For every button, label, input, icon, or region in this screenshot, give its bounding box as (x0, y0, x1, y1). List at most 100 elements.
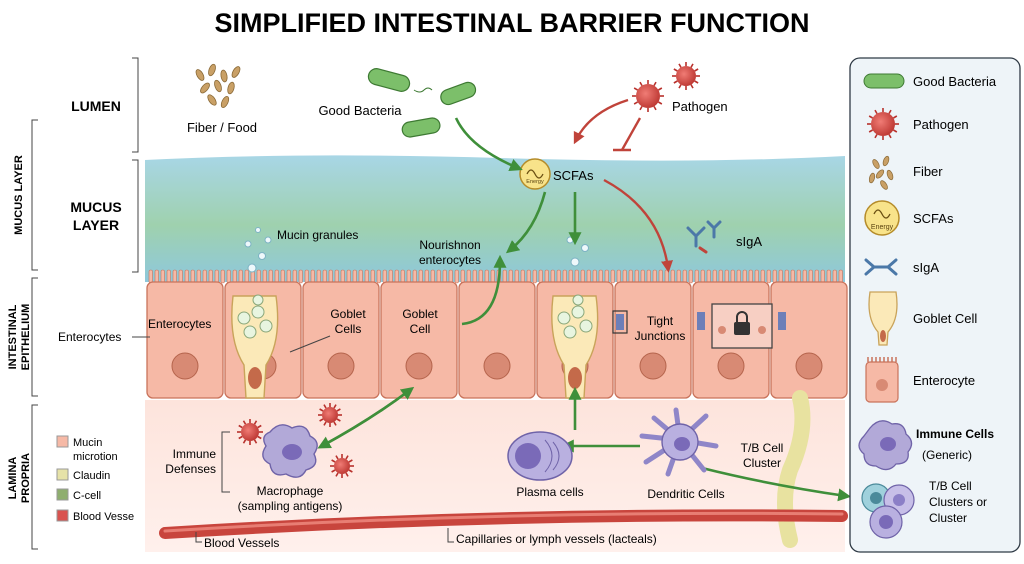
mini-legend-claudin: Claudin (73, 470, 110, 482)
pathogen-icon (318, 403, 342, 427)
good-bacteria-arrow (454, 117, 523, 171)
good-bacteria-icon (367, 68, 477, 138)
mucin-granules (244, 227, 589, 273)
legend-pathogen-label: Pathogen (913, 117, 969, 132)
pathogen-arrows (573, 98, 673, 273)
legend-panel: Good Bacteria Pathogen Fiber Energy SCFA… (849, 57, 1021, 553)
pathogen-icon (867, 108, 899, 140)
legend-fiber-icon (868, 155, 894, 190)
scfa-arrows (461, 191, 582, 326)
dendritic-cells-label: Dendritic Cells (647, 487, 724, 501)
legend-fiber-label: Fiber (913, 164, 943, 179)
blood-vessel (159, 509, 848, 539)
enterocytes-side-label: Enterocytes (58, 330, 121, 344)
legend-scfa-icon: Energy (864, 200, 900, 236)
pathogen-icon (237, 419, 263, 445)
legend-immune-cell-icon (858, 420, 913, 471)
mini-legend-swatch-claudin (56, 468, 69, 481)
legend-tb-cluster-icon (861, 483, 915, 539)
enterocyte-cell (614, 281, 692, 399)
siga-icon (686, 220, 722, 254)
mini-legend-blood: Blood Vesse (73, 511, 134, 523)
mini-legend-mucin-2: microtion (73, 451, 118, 463)
legend-immune-cells-label-2: (Generic) (922, 448, 972, 462)
scfas-label: SCFAs (553, 168, 594, 183)
tb-cluster-label-1: T/B Cell (741, 441, 784, 455)
blood-vessels-leader (195, 532, 202, 543)
pathogen-group (237, 62, 700, 478)
flagellum (413, 87, 433, 93)
mini-legend-swatch-ccell (56, 488, 69, 501)
siga-label: sIgA (736, 234, 762, 249)
legend-good-bacteria-icon (863, 73, 905, 89)
region-brackets (31, 57, 230, 550)
legend-good-bacteria-label: Good Bacteria (913, 74, 997, 89)
mini-legend-swatch-mucin (56, 435, 69, 448)
legend-pathogen-icon (867, 108, 899, 140)
side-label-epithelium-2: EPITHELIUM (20, 304, 32, 371)
goblet-cells-leader (289, 335, 331, 353)
tb-cluster-label-2: Cluster (743, 456, 781, 470)
macrophage-label-1: Macrophage (257, 484, 324, 498)
fiber-icon (195, 63, 241, 108)
enterocytes-cell-label: Enterocytes (148, 317, 211, 331)
mini-legend-ccell: C-cell (73, 490, 101, 502)
mucus-layer-band (145, 155, 845, 282)
capillaries-leader (447, 528, 454, 543)
legend-tb-label-1: T/B Cell (929, 479, 972, 493)
zone-label-mucus-2: LAYER (73, 217, 119, 233)
plasma-cells-label: Plasma cells (516, 485, 583, 499)
immune-arrows (317, 386, 852, 502)
fiber-food-label: Fiber / Food (187, 120, 257, 135)
tight-junctions-label-1: Tight (647, 314, 674, 328)
pathogen-icon (330, 454, 354, 478)
dendritic-cell-icon (639, 407, 719, 477)
pathogen-icon (672, 62, 700, 90)
goblet-cells-label-2: Cells (335, 322, 362, 336)
pathogen-label: Pathogen (672, 99, 728, 114)
macrophage-icon (262, 424, 318, 478)
mini-legend-mucin: Mucin (73, 437, 102, 449)
enterocyte-cell (380, 281, 458, 399)
legend-tb-label-2: Clusters or (929, 495, 987, 509)
enterocyte-cell (770, 281, 848, 399)
capillaries-label: Capillaries or lymph vessels (lacteals) (456, 532, 657, 546)
page-title: SIMPLIFIED INTESTINAL BARRIER FUNCTION (214, 8, 809, 38)
immune-defenses-label-2: Defenses (165, 462, 216, 476)
enterocyte-cell (146, 281, 224, 399)
legend-tb-label-3: Cluster (929, 511, 967, 525)
legend-goblet-cell-icon (868, 291, 898, 346)
good-bacteria-label: Good Bacteria (318, 103, 402, 118)
legend-siga-label: sIgA (913, 260, 939, 275)
side-label-mucus: MUCUS LAYER (13, 155, 25, 235)
enterocyte-cell (458, 281, 536, 399)
tight-junctions-label-2: Junctions (635, 329, 686, 343)
mini-legend-swatch-blood (56, 509, 69, 522)
nourish-label-2: enterocytes (419, 253, 481, 267)
legend-siga-icon (864, 258, 898, 276)
macrophage-label-2: (sampling antigens) (238, 499, 343, 513)
goblet-cells-label-1: Goblet (330, 307, 366, 321)
plasma-cell-icon (507, 431, 573, 481)
legend-scfa-energy: Energy (871, 224, 894, 231)
side-label-lamina-1: LAMINA (7, 457, 19, 500)
enterocyte-cell (302, 281, 380, 399)
side-label-epithelium-1: INTESTINAL (7, 304, 19, 369)
mini-legend: Mucin microtion Claudin C-cell Blood Ves… (56, 435, 134, 523)
side-label-lamina-2: PROPRIA (20, 453, 32, 503)
goblet-cell (231, 294, 279, 399)
legend-goblet-cell-label: Goblet Cell (913, 311, 977, 326)
legend-scfa-label: SCFAs (913, 211, 954, 226)
nourish-label-1: Nourishnon (419, 238, 480, 252)
goblet-cell-label-1: Goblet (402, 307, 438, 321)
scfa-icon: Energy (519, 158, 551, 190)
blood-vessels-label: Blood Vessels (204, 536, 279, 550)
legend-enterocyte-label: Enterocyte (913, 373, 975, 388)
mucin-granules-label: Mucin granules (277, 228, 358, 242)
tight-junction (612, 310, 628, 334)
legend-immune-cells-label: Immune Cells (916, 427, 994, 441)
goblet-cell (551, 294, 599, 399)
zone-label-lumen: LUMEN (71, 98, 121, 114)
